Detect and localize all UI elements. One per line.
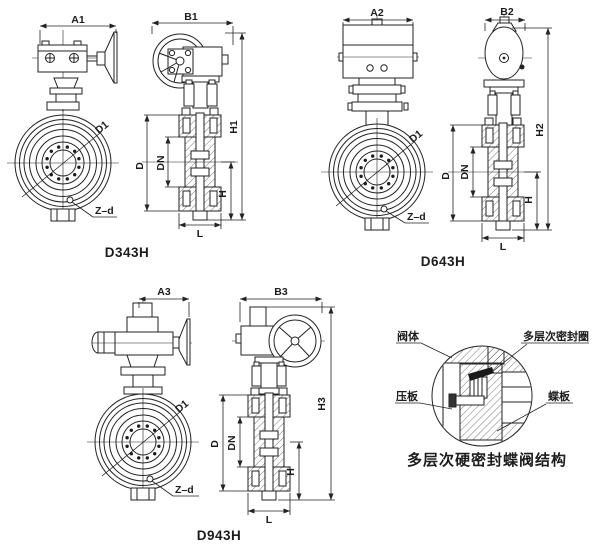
dim-label-a3: A3 [157, 286, 171, 298]
pneumatic-actuator [342, 24, 414, 79]
dim-label-h: H [217, 190, 229, 198]
detail-label-pressure-plate: 压板 [396, 389, 419, 403]
detail-label-disc: 蝶板 [548, 389, 571, 403]
d643h-drawing: A2 D1 Z–d [320, 6, 552, 269]
detail-label-seal-ring: 多层次密封圈 [523, 329, 589, 343]
d943h-front-view: A3 D1 Z–d [86, 286, 200, 501]
detail-label-valve-body: 阀体 [397, 329, 420, 343]
d643h-side-view: B2 H2 H D DN L [440, 6, 552, 253]
dim-label-a2: A2 [370, 7, 384, 19]
seal-ring-section [468, 367, 494, 381]
dim-label-d: D [209, 440, 221, 448]
dim-label-l: L [197, 228, 204, 240]
dim-label-d: D [134, 162, 146, 170]
d643h-front-view: A2 D1 Z–d [320, 7, 434, 231]
handwheel-side [178, 318, 191, 366]
dim-label-h1: H1 [228, 120, 240, 134]
dim-label-zd: Z–d [407, 211, 426, 223]
d343h-drawing: A1 D1 Z–d [6, 11, 246, 260]
dim-label-a1: A1 [71, 14, 85, 26]
dim-label-zd: Z–d [95, 205, 114, 217]
dim-label-b2: B2 [500, 6, 514, 18]
handwheel-side [104, 31, 118, 84]
dim-label-dn: DN [459, 164, 471, 179]
dim-label-l: L [500, 241, 507, 253]
motor-body [97, 331, 116, 354]
seal-detail-view: 阀体 多层次密封圈 压板 蝶板 多层次硬密封蝶阀结构 [395, 329, 589, 469]
dim-label-dn: DN [155, 155, 167, 170]
dim-label-dn: DN [226, 435, 238, 450]
d943h-side-view: B3 H3 H D DN L [209, 286, 335, 526]
dim-label-h: H [523, 196, 535, 204]
d343h-side-view: B1 H1 H D DN L [134, 11, 246, 240]
handwheel-hub [96, 51, 106, 66]
dim-label-b1: B1 [184, 11, 198, 23]
model-label-d343h: D343H [105, 245, 150, 260]
dim-label-h2: H2 [534, 123, 546, 137]
dim-label-zd: Z–d [175, 484, 194, 496]
dim-label-d: D [440, 172, 452, 180]
electric-actuator [114, 331, 174, 356]
dim-label-h3: H3 [316, 397, 328, 411]
d343h-front-view: A1 D1 Z–d [6, 14, 120, 222]
model-label-d943h: D943H [197, 528, 242, 543]
dim-label-b3: B3 [274, 286, 288, 298]
detail-caption: 多层次硬密封蝶阀结构 [407, 451, 567, 469]
dim-label-h: H [285, 468, 297, 476]
dim-label-l: L [266, 514, 273, 526]
d943h-drawing: A3 D1 Z–d [86, 286, 335, 543]
model-label-d643h: D643H [421, 254, 466, 269]
